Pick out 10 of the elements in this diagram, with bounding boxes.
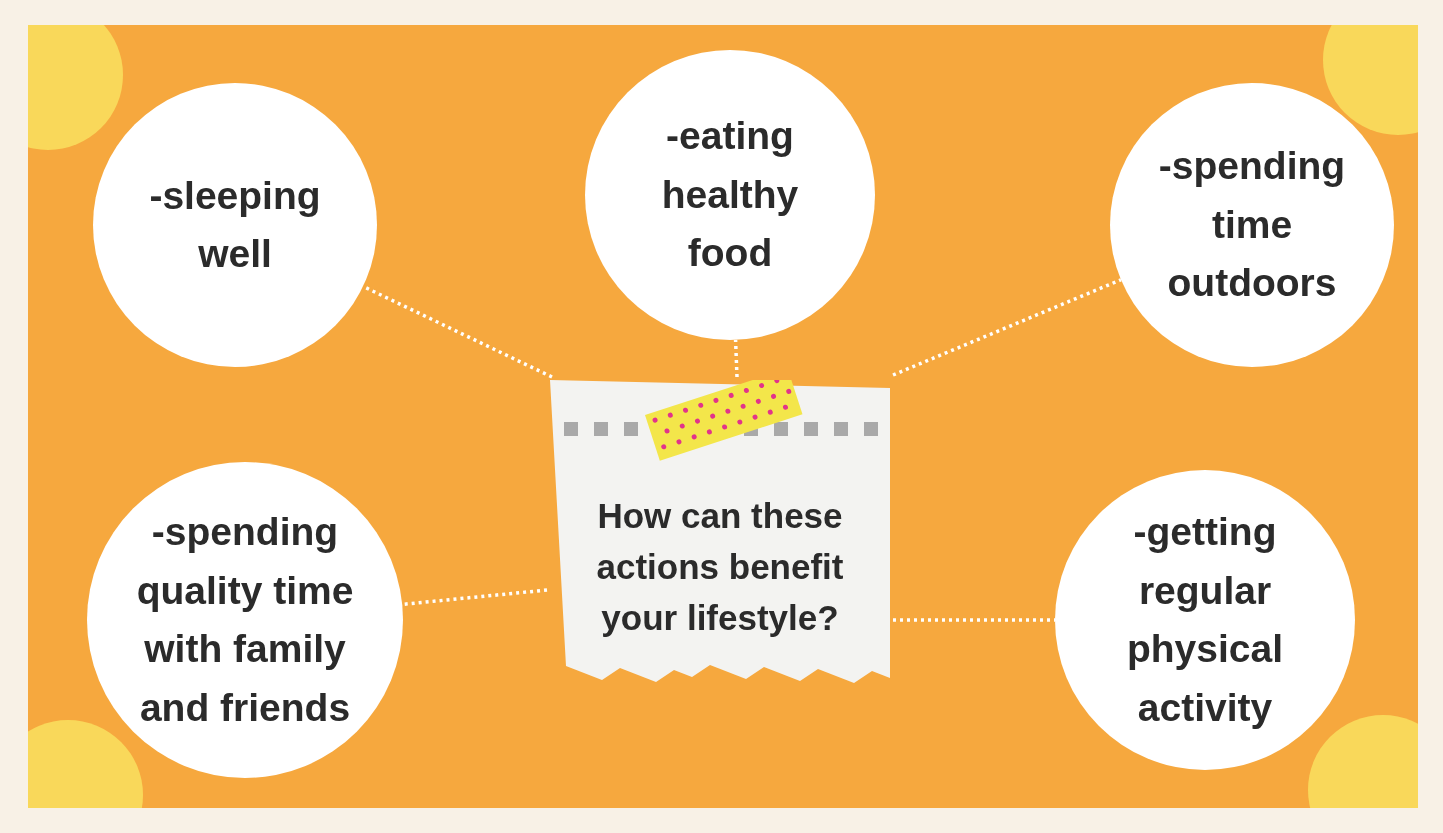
dotted-connector [733,339,739,378]
action-text: -spending time outdoors [1157,143,1347,307]
question-text: How can these actions benefit your lifestyle? [595,495,845,639]
action-text: -sleeping well [148,172,322,277]
action-text: -getting regular physical activity [1125,509,1285,731]
action-text: -eating healthy food [660,113,800,277]
dotted-connector [402,588,548,607]
dotted-connector [362,284,553,379]
action-text: -spending quality time with family and friends [135,509,355,731]
dotted-connector [892,278,1122,377]
